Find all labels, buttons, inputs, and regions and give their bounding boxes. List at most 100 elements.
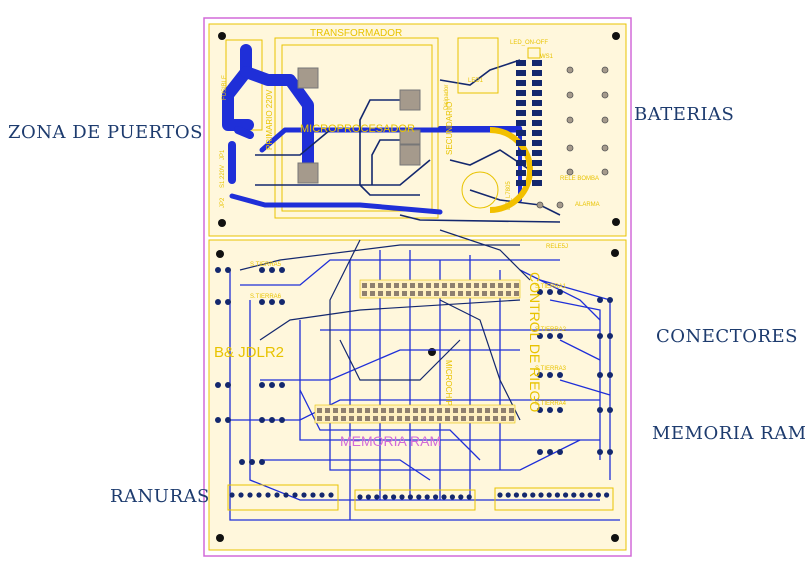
slot-pad (433, 494, 439, 500)
silk-microprocesador: MICROPROCESADOR (300, 123, 415, 135)
slot-pad (374, 494, 380, 500)
header-pad (349, 408, 354, 413)
header-pad (429, 416, 434, 421)
slot-pad (424, 494, 430, 500)
slot-pad (319, 492, 325, 498)
header-pad (474, 291, 479, 296)
header-pad (458, 283, 463, 288)
header-pad (349, 416, 354, 421)
header-pad (501, 408, 506, 413)
silk-memoria-ram: MEMORIA RAM (340, 433, 441, 449)
header-pad (490, 291, 495, 296)
relay-pads (536, 66, 609, 209)
header-pad (450, 291, 455, 296)
callout-memoria-ram: MEMORIA RAM (652, 423, 805, 444)
header-pad (378, 291, 383, 296)
slot-pad (595, 492, 602, 498)
header-pad (410, 283, 415, 288)
bottom-connectors (227, 484, 614, 511)
header-pad (477, 416, 482, 421)
slot-pad (382, 494, 388, 500)
slot-pad (238, 492, 244, 498)
header-pad (429, 408, 434, 413)
header-pad (442, 291, 447, 296)
silk-s-tierra5: S.TIERRA5 (250, 262, 282, 268)
slot-pad (522, 492, 528, 498)
header-pad (426, 283, 431, 288)
bottom-connector-pads (229, 492, 610, 500)
header-pad (421, 408, 426, 413)
header-pad (405, 408, 410, 413)
header-pad (378, 283, 383, 288)
header-pad (405, 416, 410, 421)
header-pad-rows (317, 283, 519, 421)
header-pad (437, 416, 442, 421)
slot-pad (449, 494, 455, 500)
header-pad (402, 283, 407, 288)
silk-transformador: TRANSFORMADOR (310, 28, 402, 39)
slot-pad (256, 492, 262, 498)
regulator-heatsink (457, 37, 499, 94)
header-pad (442, 283, 447, 288)
silk-s-tierra6: S.TIERRA6 (250, 294, 282, 300)
header-pad (365, 416, 370, 421)
header-pad (362, 283, 367, 288)
header-pad (437, 408, 442, 413)
header-pad (357, 408, 362, 413)
header-pad (434, 283, 439, 288)
silk-s-tierra2: S.TIERRA2 (535, 327, 567, 333)
header-pad (434, 291, 439, 296)
header-pad (477, 408, 482, 413)
header-pad (413, 416, 418, 421)
header-pad (418, 283, 423, 288)
header-pad (333, 408, 338, 413)
header-pad (421, 416, 426, 421)
slot-pad (328, 492, 334, 498)
header-pad (325, 408, 330, 413)
header-pad (381, 408, 386, 413)
slot-pad (357, 494, 363, 500)
slot-pad (538, 492, 544, 498)
header-pad (413, 408, 418, 413)
slot-pad (466, 494, 472, 500)
header-pad (394, 283, 399, 288)
callout-conectores: CONECTORES (656, 326, 798, 347)
header-pad (373, 416, 378, 421)
left-connector-pads (215, 267, 285, 465)
slot-pad (458, 494, 464, 500)
header-pad (381, 416, 386, 421)
silk-primario: PRIMARIO 220V (265, 89, 274, 150)
silk-jp1: JP1 (220, 149, 226, 160)
callout-zona-de-puertos: ZONA DE PUERTOS (8, 122, 203, 143)
header-pad (506, 291, 511, 296)
pcb-outer-border (203, 17, 632, 557)
header-pad (506, 283, 511, 288)
header-pad (325, 416, 330, 421)
header-pad (445, 416, 450, 421)
header-pad (485, 408, 490, 413)
slot-pad (563, 492, 569, 498)
silk-dc-l7805: DC_L7805 (506, 181, 512, 210)
header-pad (485, 416, 490, 421)
silk-jp2: JP2 (220, 197, 226, 208)
led-outline (527, 47, 541, 59)
header-pad (514, 283, 519, 288)
header-pad (373, 408, 378, 413)
header-pad (458, 291, 463, 296)
slot-pad (530, 492, 536, 498)
header-pad (501, 416, 506, 421)
slot-pad (265, 492, 271, 498)
silk-s1-220v: S1.220V (220, 165, 226, 188)
slot-pad (229, 492, 235, 498)
header-pad (389, 416, 394, 421)
large-pads (297, 67, 421, 184)
header-pad (389, 408, 394, 413)
header-pad (333, 416, 338, 421)
header-pad (461, 416, 466, 421)
header-pad (410, 291, 415, 296)
header-pad (365, 408, 370, 413)
slot-pad (513, 492, 520, 498)
silk-control-riego: CONTROL DE RIEGO (527, 272, 543, 412)
header-pad (493, 416, 498, 421)
